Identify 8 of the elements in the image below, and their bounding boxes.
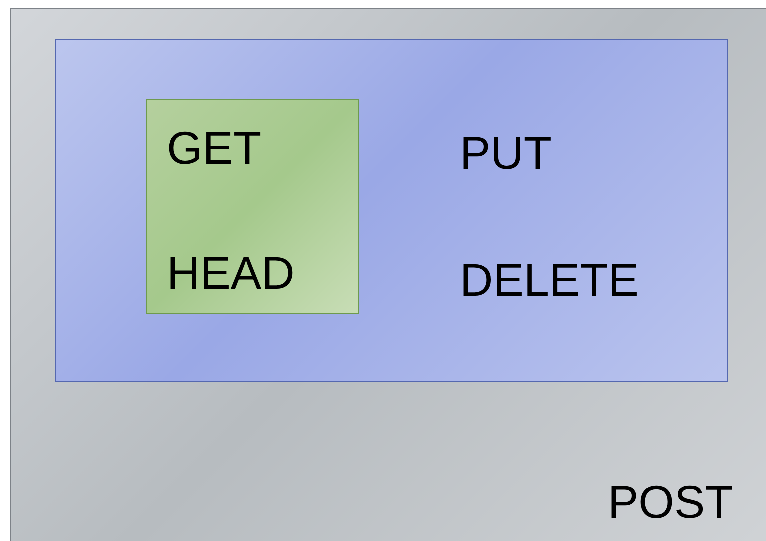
inner-region [146,99,359,314]
method-label: POST [608,477,734,527]
middle-region [55,39,728,382]
method-label: PUT [460,128,552,178]
method-label: DELETE [460,255,639,305]
method-label: GET [167,123,262,173]
outer-region [10,8,766,541]
method-label: HEAD [167,248,295,298]
